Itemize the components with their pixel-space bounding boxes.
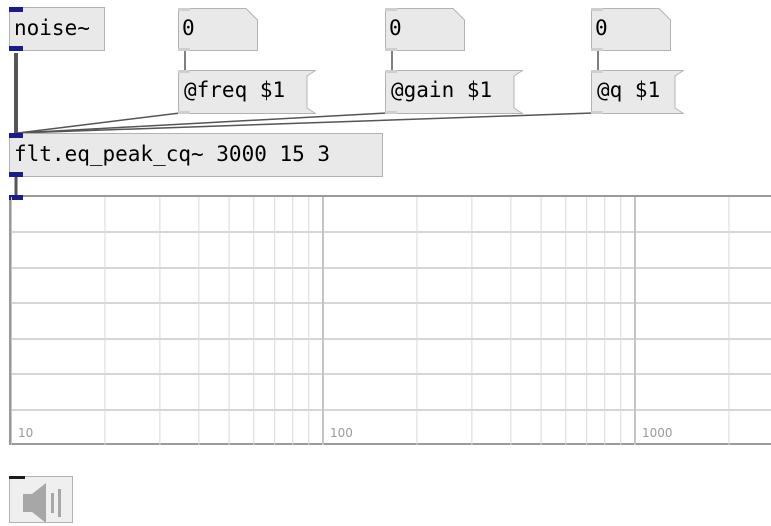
filter-inlet[interactable] [9, 133, 23, 138]
freq-label-10: 10 [18, 426, 34, 440]
number-box-frame [591, 8, 671, 51]
cord-gain-msg-to-filter [17, 112, 388, 134]
message-box-frame [385, 70, 523, 114]
filter-object-label: flt.eq_peak_cq~ 3000 15 3 [14, 142, 331, 166]
gain-number-value: 0 [389, 16, 402, 40]
spectroscope[interactable]: 10 100 1000 [9, 195, 771, 445]
filter-outlet[interactable] [9, 172, 23, 177]
dac-object[interactable] [9, 476, 73, 523]
spectroscope-inlet[interactable] [9, 195, 23, 200]
q-number-box[interactable]: 0 [591, 8, 671, 51]
noise-inlet[interactable] [9, 7, 23, 12]
cord-q-msg-to-filter [17, 112, 594, 134]
freq-number-value: 0 [182, 16, 195, 40]
freq-number-box[interactable]: 0 [178, 8, 258, 51]
speaker-icon [23, 483, 61, 523]
q-message-box[interactable]: @q $1 [591, 70, 684, 114]
freq-message-label: @freq $1 [184, 78, 286, 102]
message-box-frame [591, 70, 684, 114]
q-message-label: @q $1 [597, 78, 661, 102]
number-box-frame [385, 8, 465, 51]
gain-message-label: @gain $1 [391, 78, 493, 102]
number-box-frame [178, 8, 258, 51]
freq-label-1000: 1000 [642, 426, 673, 440]
gain-message-box[interactable]: @gain $1 [385, 70, 523, 114]
filter-object[interactable]: flt.eq_peak_cq~ 3000 15 3 [9, 133, 383, 177]
gain-number-box[interactable]: 0 [385, 8, 465, 51]
freq-label-100: 100 [330, 426, 353, 440]
noise-object-label: noise~ [14, 16, 90, 40]
freq-message-box[interactable]: @freq $1 [178, 70, 316, 114]
q-number-value: 0 [595, 16, 608, 40]
cord-freq-msg-to-filter [17, 112, 181, 134]
spectroscope-grid [11, 197, 771, 445]
message-box-frame [178, 70, 316, 114]
noise-object[interactable]: noise~ [9, 7, 105, 51]
noise-outlet[interactable] [9, 46, 23, 51]
dac-inlet[interactable] [9, 476, 25, 479]
